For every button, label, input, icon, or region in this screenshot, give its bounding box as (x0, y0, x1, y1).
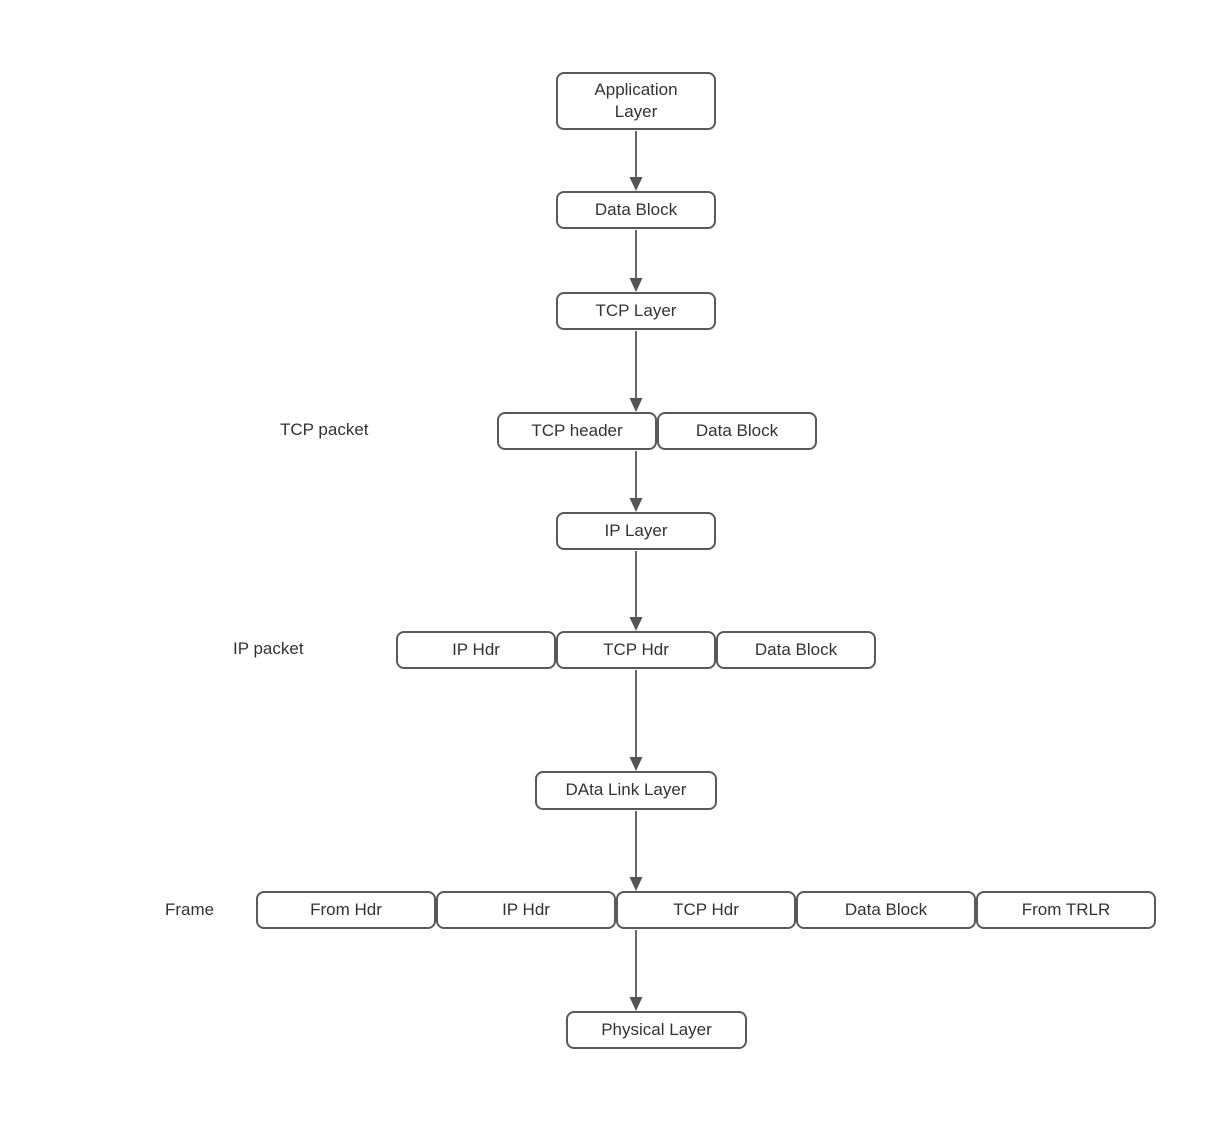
row-label-ip-packet: IP packet (233, 639, 304, 658)
node-tcp-header: TCP header (497, 412, 657, 450)
arrow-tcplayer-to-tcppacket (629, 331, 643, 412)
arrow-frame-to-physical (629, 930, 643, 1011)
node-physical-layer: Physical Layer (566, 1011, 747, 1049)
node-data-link-layer: DAta Link Layer (535, 771, 717, 810)
node-tcp-hdr: TCP Hdr (616, 891, 796, 929)
node-from-hdr: From Hdr (256, 891, 436, 929)
node-data-block: Data Block (716, 631, 876, 669)
arrow-datalink-to-frame (629, 811, 643, 891)
row-label-frame: Frame (165, 900, 215, 919)
node-from-trlr: From TRLR (976, 891, 1156, 929)
node-ip-layer: IP Layer (556, 512, 716, 550)
node-data-block: Data Block (556, 191, 716, 229)
arrow-ippacket-to-datalink (629, 670, 643, 771)
node-data-block: Data Block (657, 412, 817, 450)
arrow-tcppacket-to-iplayer (629, 451, 643, 512)
node-application-layer: Application Layer (556, 72, 716, 130)
node-tcp-hdr: TCP Hdr (556, 631, 716, 669)
node-data-block: Data Block (796, 891, 976, 929)
row-label-tcp-packet: TCP packet (280, 420, 369, 439)
arrow-datablock-to-tcplayer (629, 230, 643, 292)
node-ip-hdr: IP Hdr (396, 631, 556, 669)
arrow-iplayer-to-ippacket (629, 551, 643, 631)
arrow-application-to-datablock (629, 131, 643, 191)
node-ip-hdr: IP Hdr (436, 891, 616, 929)
node-tcp-layer: TCP Layer (556, 292, 716, 330)
